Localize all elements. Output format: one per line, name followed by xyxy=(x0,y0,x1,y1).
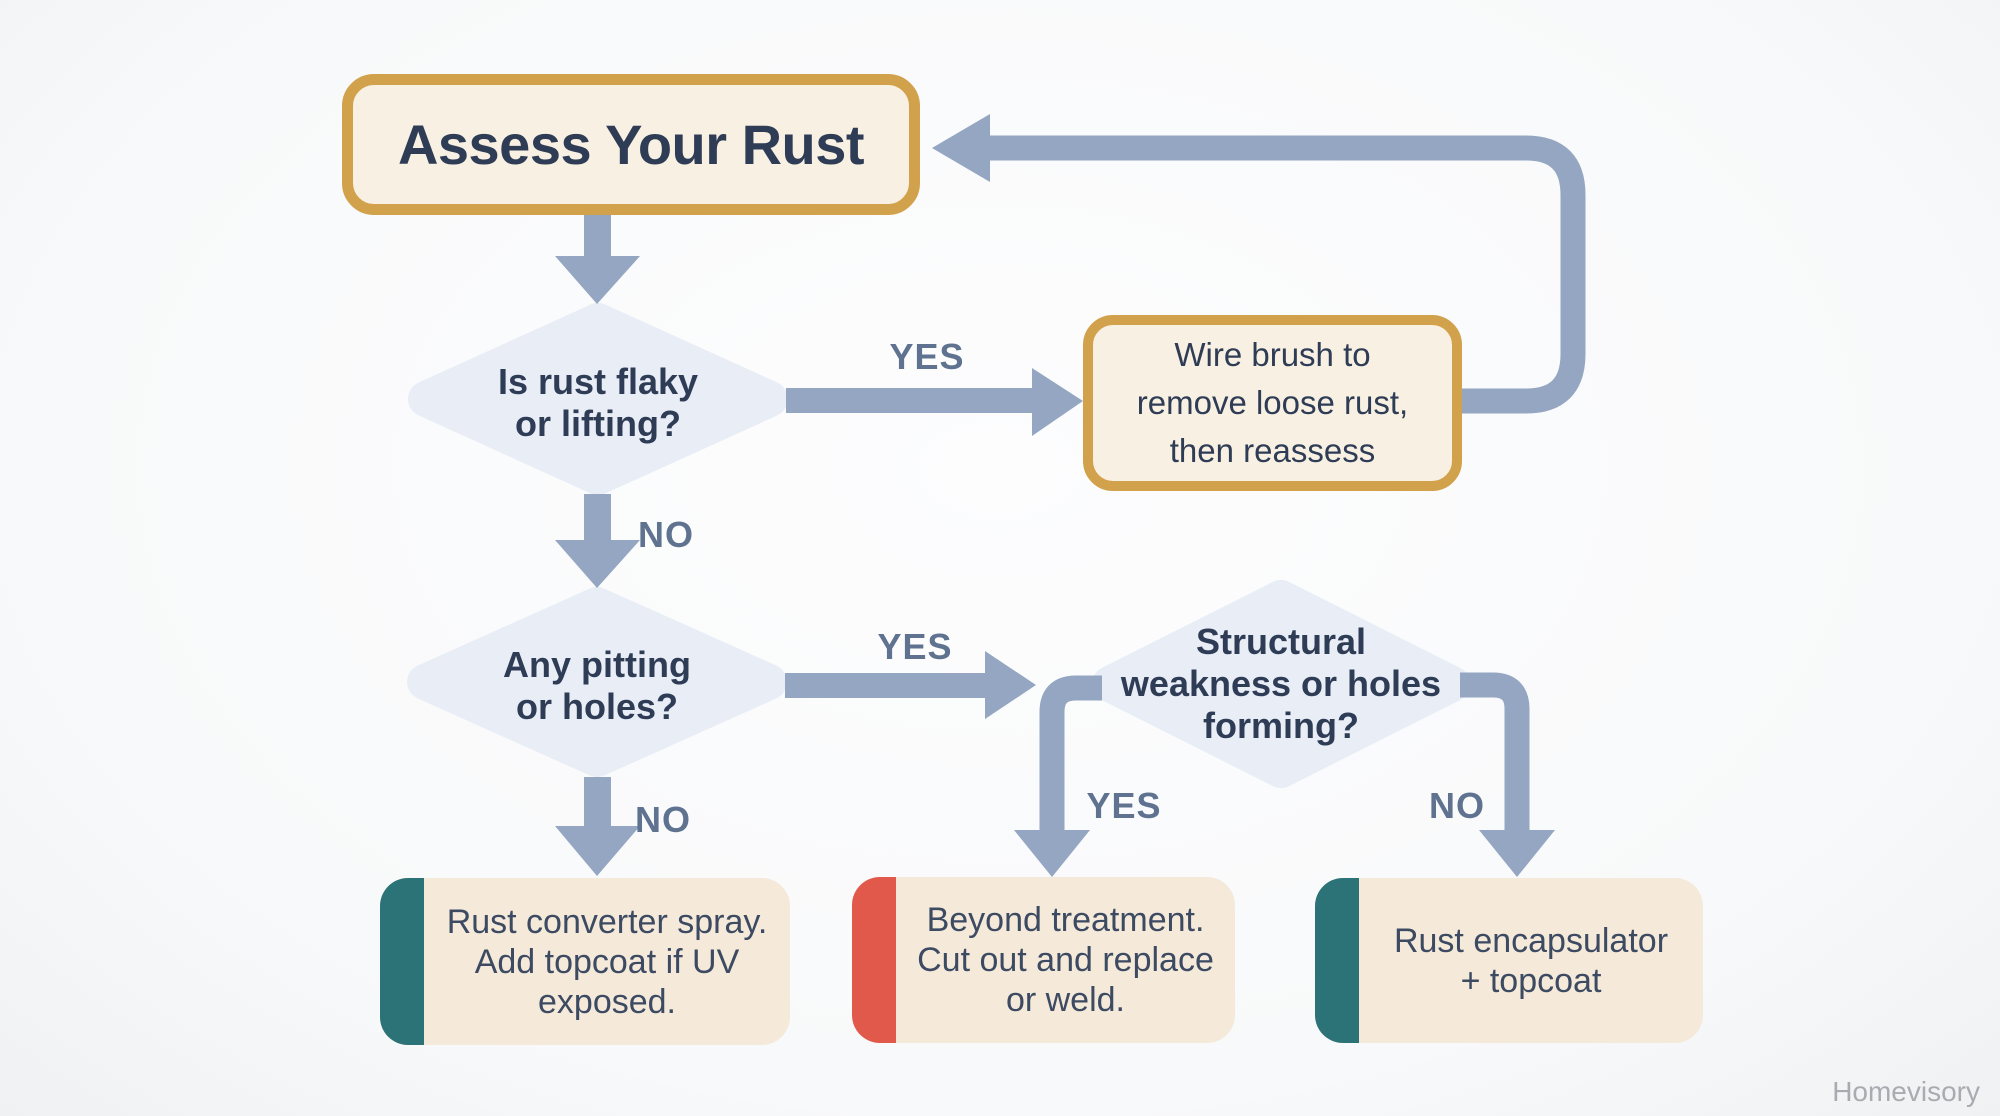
diamond-flaky-shape xyxy=(408,303,788,495)
edge-label-pitting-yes: YES xyxy=(877,626,953,667)
decision-flaky-question: Is rust flaky or lifting? xyxy=(497,361,699,444)
outcome-replace-label: Beyond treatment. Cut out and replace or… xyxy=(917,901,1214,1019)
diamond-structural-shape xyxy=(1092,580,1470,788)
teal-accent-strip xyxy=(1315,878,1359,1043)
reassess-loop-arrow xyxy=(932,114,1586,414)
edge-label-flaky-no: NO xyxy=(638,514,694,555)
wire-brush-node: Wire brush to remove loose rust, then re… xyxy=(1083,315,1462,491)
arrow-pitting-no xyxy=(555,777,640,876)
outcome-encapsulator-label: Rust encapsulator + topcoat xyxy=(1393,921,1669,1000)
decision-structural-question: Structural weakness or holes forming? xyxy=(1120,621,1442,746)
outcome-converter-node: Rust converter spray. Add topcoat if UV … xyxy=(380,878,790,1045)
arrow-flaky-no xyxy=(555,494,640,588)
arrow-pitting-yes xyxy=(785,651,1036,719)
diamond-pitting-shape xyxy=(407,587,787,777)
edge-label-structural-no: NO xyxy=(1429,785,1485,826)
edge-label-flaky-yes: YES xyxy=(889,336,965,377)
edge-label-structural-yes: YES xyxy=(1086,785,1162,826)
arrow-flaky-yes xyxy=(786,368,1083,436)
watermark-text: Homevisory xyxy=(1832,1076,1980,1107)
arrow-structural-no xyxy=(1460,672,1555,877)
arrow-start-to-flaky xyxy=(555,214,640,304)
decision-pitting-question: Any pitting or holes? xyxy=(503,644,691,727)
arrow-structural-yes xyxy=(1014,675,1102,877)
edge-label-pitting-no: NO xyxy=(635,799,691,840)
start-node-label: Assess Your Rust xyxy=(397,113,865,176)
outcome-replace-node: Beyond treatment. Cut out and replace or… xyxy=(852,877,1235,1043)
outcome-encapsulator-node: Rust encapsulator + topcoat xyxy=(1315,878,1703,1043)
wire-brush-label: Wire brush to remove loose rust, then re… xyxy=(1136,336,1409,469)
start-node: Assess Your Rust xyxy=(342,74,920,215)
teal-accent-strip xyxy=(380,878,424,1045)
outcome-converter-label: Rust converter spray. Add topcoat if UV … xyxy=(446,902,768,1021)
red-accent-strip xyxy=(852,877,896,1043)
